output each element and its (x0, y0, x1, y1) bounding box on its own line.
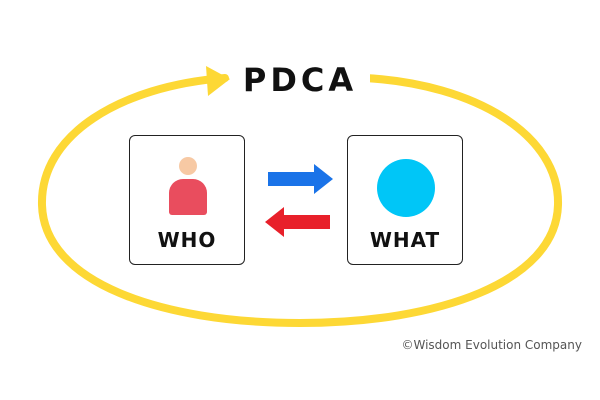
what-label: WHAT (369, 228, 441, 252)
person-body-icon (169, 179, 207, 215)
cycle-arrowhead-icon (206, 66, 230, 96)
forward-arrow-icon (268, 164, 333, 194)
person-head-icon (179, 157, 197, 175)
circle-icon (377, 159, 435, 217)
copyright-text: ©Wisdom Evolution Company (401, 338, 582, 352)
backward-arrow-icon (265, 207, 330, 237)
who-label: WHO (157, 228, 217, 252)
what-card: WHAT (347, 135, 463, 265)
cycle-title: PDCA (230, 58, 370, 102)
cycle-ring (37, 74, 563, 328)
who-card: WHO (129, 135, 245, 265)
